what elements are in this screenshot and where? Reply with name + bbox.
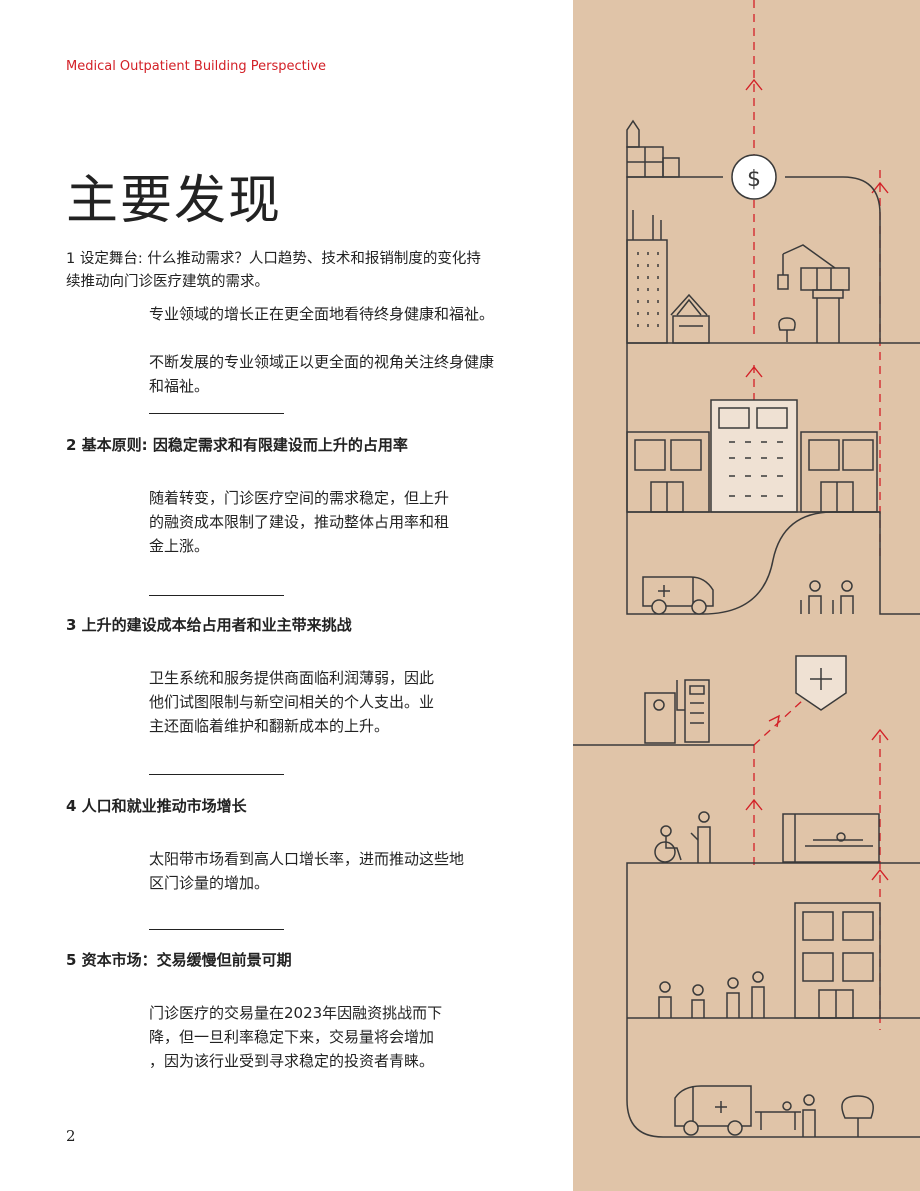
body-line: 随着转变，门诊医疗空间的需求稳定，但上升	[149, 489, 450, 507]
wheelchair-icon	[654, 811, 711, 863]
page-number: 2	[66, 1127, 76, 1145]
finding-5-body: 门诊医疗的交易量在2023年因融资挑战而下 降，但一旦利率稳定下来，交易量将会增…	[149, 1001, 442, 1073]
hospital-icon	[626, 399, 878, 513]
finding-5-heading: 5 资本市场：交易缓慢但前景可期	[66, 951, 292, 969]
dialysis-machine-icon	[644, 679, 710, 744]
intro-line: 1 设定舞台: 什么推动需求？人口趋势、技术和报销制度的变化持	[66, 251, 481, 267]
svg-text:$: $	[747, 167, 761, 192]
people-icon	[658, 971, 765, 1018]
clinic-building-icon	[794, 902, 881, 1019]
body-line: 主还面临着维护和翻新成本的上升。	[149, 717, 390, 735]
finding-2-body: 随着转变，门诊医疗空间的需求稳定，但上升 的融资成本限制了建设，推动整体占用率和…	[149, 486, 449, 558]
patient-bed-icon	[782, 813, 880, 863]
top-building-blocks	[626, 119, 680, 178]
house-frame-icon	[670, 293, 710, 344]
body-line: 金上涨。	[149, 537, 210, 555]
body-line: 降，但一旦利率稳定下来，交易量将会增加	[149, 1028, 435, 1046]
body-line: 的融资成本限制了建设，推动整体占用率和租	[149, 513, 450, 531]
finding-4-heading: 4 人口和就业推动市场增长	[66, 797, 247, 815]
finding-3-body: 卫生系统和服务提供商面临利润薄弱，因此 他们试图限制与新空间相关的个人支出。业 …	[149, 666, 434, 738]
body-line: 和福祉。	[149, 377, 210, 395]
medical-shield-icon	[795, 655, 847, 711]
intro-line: 续推动向门诊医疗建筑的需求。	[66, 274, 269, 290]
crane-icon	[777, 244, 850, 343]
body-line: ，因为该行业受到寻求稳定的投资者青睐。	[149, 1052, 435, 1070]
ambulance-icon	[642, 576, 714, 615]
stretcher-icon	[755, 1094, 816, 1137]
section-divider	[149, 595, 284, 596]
ambulance-icon	[674, 1085, 752, 1136]
dollar-coin-icon: $	[731, 154, 777, 200]
finding-1-body: 专业领域的增长正在更全面地看待终身健康和福祉。 不断发展的专业领域正以更全面的视…	[149, 302, 494, 398]
skyscraper-icon	[626, 210, 668, 344]
healthcare-city-illustration: $	[573, 0, 920, 1138]
body-line: 专业领域的增长正在更全面地看待终身健康和福祉。	[149, 305, 495, 323]
tree-icon	[778, 317, 796, 342]
tree-icon	[841, 1095, 874, 1137]
flow-line	[753, 0, 881, 1030]
text-column: Medical Outpatient Building Perspective …	[66, 59, 541, 1145]
illustration-panel: $	[573, 0, 920, 1191]
finding-3-heading: 3 上升的建设成本给占用者和业主带来挑战	[66, 616, 352, 634]
body-line: 不断发展的专业领域正以更全面的视角关注终身健康	[149, 353, 495, 371]
body-line: 卫生系统和服务提供商面临利润薄弱，因此	[149, 669, 435, 687]
body-line	[149, 326, 494, 350]
body-line: 区门诊量的增加。	[149, 874, 270, 892]
body-line: 他们试图限制与新空间相关的个人支出。业	[149, 693, 435, 711]
section-divider	[149, 413, 284, 414]
chevron-up-icon	[745, 78, 889, 881]
road-curve	[626, 343, 920, 615]
finding-2-heading: 2 基本原则: 因稳定需求和有限建设而上升的占用率	[66, 436, 408, 454]
section-divider	[149, 929, 284, 930]
intro-paragraph: 1 设定舞台: 什么推动需求？人口趋势、技术和报销制度的变化持 续推动向门诊医疗…	[66, 248, 541, 294]
floor-line	[626, 862, 920, 1018]
road-curve	[626, 1018, 920, 1138]
report-header: Medical Outpatient Building Perspective	[66, 59, 327, 74]
finding-4-body: 太阳带市场看到高人口增长率，进而推动这些地 区门诊量的增加。	[149, 847, 464, 895]
page-title: 主要发现	[66, 171, 283, 231]
body-line: 太阳带市场看到高人口增长率，进而推动这些地	[149, 850, 465, 868]
section-divider	[149, 774, 284, 775]
body-line: 门诊医疗的交易量在2023年因融资挑战而下	[149, 1004, 443, 1022]
people-icon	[800, 580, 854, 614]
